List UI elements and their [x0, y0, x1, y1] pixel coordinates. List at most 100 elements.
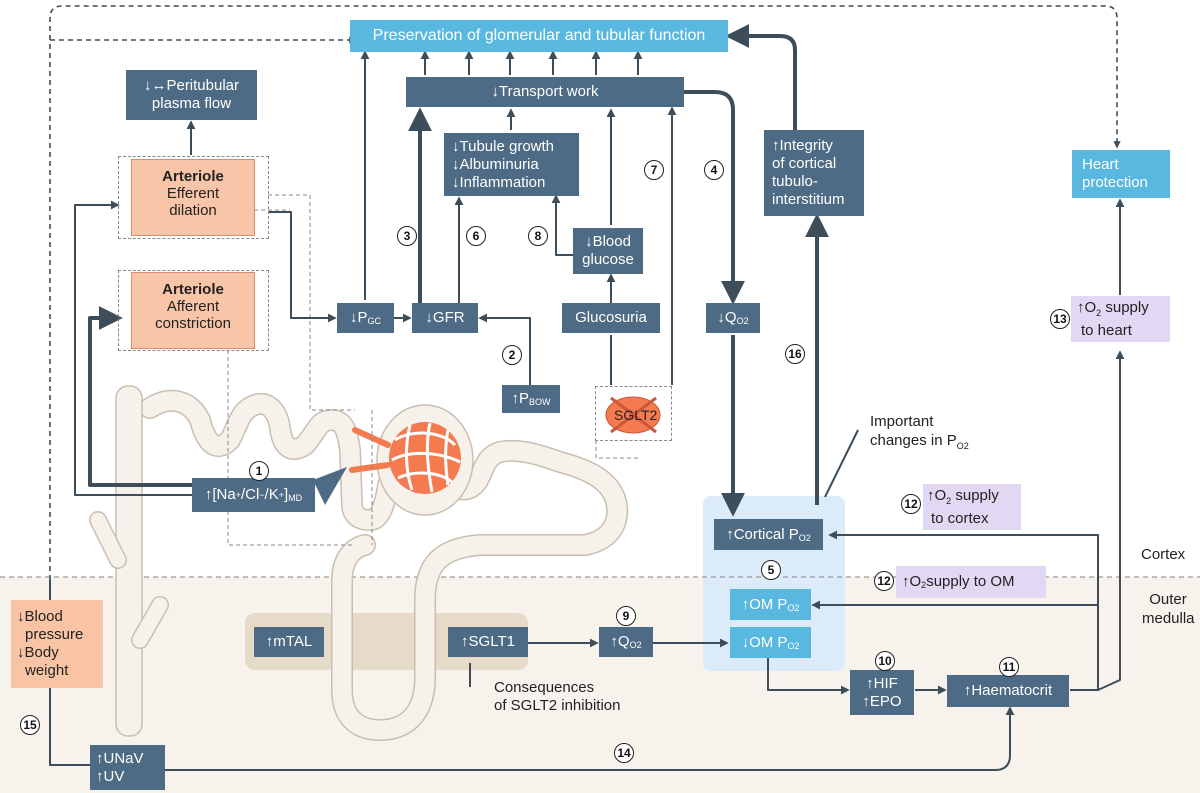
consequences-label: Consequences of SGLT2 inhibition	[494, 679, 620, 715]
afferent-line-2: constriction	[155, 315, 231, 332]
afferent-title: Arteriole	[162, 281, 224, 298]
marker-11: 11	[999, 657, 1019, 677]
hif-epo-box: ↑HIF ↑EPO	[850, 670, 914, 715]
heart-line-2: protection	[1082, 174, 1148, 191]
om-po2-down-subscript: O2	[787, 640, 800, 651]
integrity-line-1: ↑Integrity	[772, 137, 833, 154]
glucosuria-box: Glucosuria	[562, 303, 660, 333]
mtal-box: ↑mTAL	[254, 627, 324, 657]
marker-15: 15	[20, 715, 40, 735]
integrity-line-4: interstitium	[772, 191, 845, 208]
blood-glucose-box: ↓Blood glucose	[573, 228, 643, 274]
important-line-1: Important	[870, 413, 934, 430]
unav-text: ↑UNaV	[96, 749, 144, 767]
consequences-line-2: of SGLT2 inhibition	[494, 697, 621, 714]
sglt2-frame	[595, 386, 672, 441]
transport-work-box: ↓Transport work	[406, 77, 684, 107]
heart-protection-box: Heart protection	[1072, 150, 1170, 198]
integrity-line-3: tubulo-	[772, 173, 818, 190]
marker-8: 8	[528, 226, 548, 246]
efferent-arteriole: Arteriole Efferent dilation	[131, 159, 255, 236]
sglt2-transporter	[605, 396, 661, 434]
marker-10: 10	[875, 651, 895, 671]
cortex-label: Cortex	[1141, 546, 1186, 563]
blood-glucose-line-1: ↓Blood	[585, 233, 631, 250]
afferent-arteriole: Arteriole Afferent constriction	[131, 272, 255, 349]
afferent-line-1: Afferent	[166, 298, 220, 315]
o2-heart-subscript: 2	[1096, 307, 1102, 318]
epo-text: ↑EPO	[862, 692, 902, 710]
macula-densa-pointer	[313, 467, 347, 505]
uv-text: ↑UV	[96, 767, 125, 785]
pbow-subscript: BOW	[529, 397, 551, 407]
sglt1-box: ↑SGLT1	[448, 627, 528, 657]
collecting-duct	[89, 385, 169, 737]
md-sup-2: −	[259, 490, 265, 500]
marker-12-cortex: 12	[901, 494, 921, 514]
glomerulus	[349, 404, 474, 516]
inflammation-text: ↓Inflammation	[452, 173, 546, 191]
consequences-line-1: Consequences	[494, 679, 595, 696]
important-subscript: O2	[956, 441, 969, 451]
bp-line-2: pressure	[25, 626, 84, 643]
cortical-po2-subscript: O2	[798, 532, 811, 543]
qo2-down-subscript: O2	[736, 316, 749, 326]
marker-13: 13	[1050, 309, 1070, 329]
efferent-line-2: dilation	[169, 202, 217, 219]
md-subscript: MD	[288, 493, 303, 503]
qo2-up-subscript: O2	[629, 640, 642, 650]
pgc-subscript: GC	[367, 316, 382, 326]
heart-line-1: Heart	[1082, 156, 1119, 173]
bp-line-1: ↓Blood	[17, 608, 63, 625]
marker-4: 4	[704, 160, 724, 180]
o2-om-subscript: 2	[921, 580, 927, 590]
o2-supply-cortex-box: ↑O2 supply to cortex	[923, 484, 1021, 530]
marker-12-om: 12	[874, 571, 894, 591]
marker-14: 14	[614, 743, 634, 763]
o2-cortex-subscript: 2	[946, 495, 952, 506]
o2-supply-heart-box: ↑O2 supply to heart	[1071, 296, 1170, 342]
marker-16: 16	[785, 344, 805, 364]
marker-9: 9	[616, 606, 636, 626]
efferent-frame	[118, 156, 269, 239]
bw-line-2: weight	[25, 662, 69, 679]
tubule-growth-text: ↓Tubule growth	[452, 137, 554, 155]
om-po2-up-subscript: O2	[787, 602, 800, 613]
outer-medulla-label: Outer medulla	[1142, 591, 1195, 627]
sglt2-label: SGLT2	[614, 407, 658, 423]
macula-densa-box: ↑[Na+/Cl−/K+]MD	[192, 478, 315, 512]
peritubular-line-1: ↓↔Peritubular	[143, 77, 240, 94]
important-line-2: changes in P	[870, 432, 957, 449]
efferent-line-1: Efferent	[166, 185, 220, 202]
peritubular-flow-box: ↓↔Peritubular plasma flow	[126, 70, 257, 120]
haematocrit-box: ↑Haematocrit	[947, 675, 1069, 707]
preservation-box: Preservation of glomerular and tubular f…	[350, 20, 728, 52]
o2-cortex-line-2: to cortex	[931, 509, 989, 527]
integrity-box: ↑Integrity of cortical tubulo- interstit…	[764, 130, 864, 216]
peritubular-line-2: plasma flow	[151, 95, 232, 112]
unav-uv-box: ↑UNaV ↑UV	[90, 745, 165, 790]
albuminuria-text: ↓Albuminuria	[452, 155, 539, 173]
important-changes-label: Important changes in PO2	[870, 412, 969, 456]
marker-7: 7	[644, 160, 664, 180]
o2-heart-line-2: to heart	[1081, 321, 1132, 339]
hif-text: ↑HIF	[866, 674, 898, 692]
blood-glucose-line-2: glucose	[582, 251, 634, 268]
marker-6: 6	[466, 226, 486, 246]
bw-line-1: ↓Body	[17, 644, 59, 661]
afferent-frame	[118, 270, 269, 351]
marker-3: 3	[397, 226, 417, 246]
marker-2: 2	[502, 345, 522, 365]
marker-1: 1	[249, 461, 269, 481]
integrity-line-2: of cortical	[772, 155, 837, 172]
